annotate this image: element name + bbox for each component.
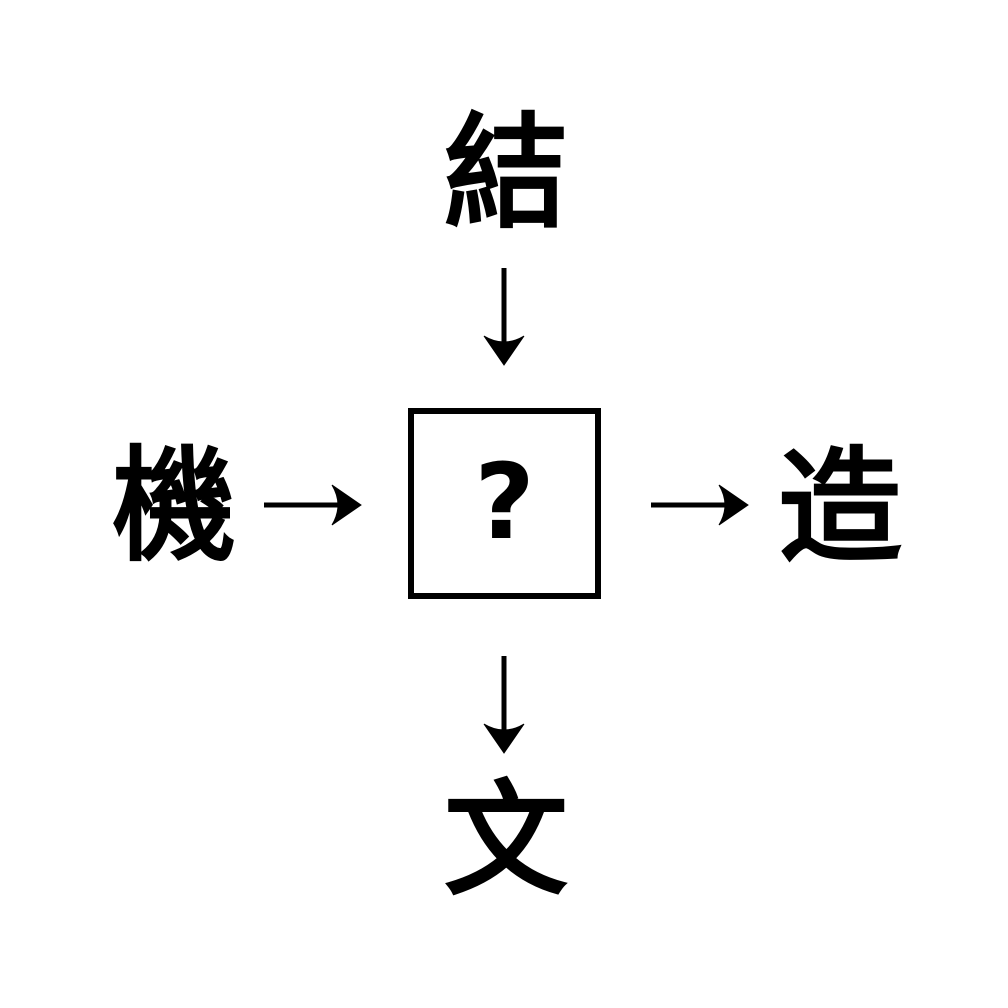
arrow-down-top — [480, 266, 528, 366]
kanji-bottom: 文 — [443, 769, 568, 913]
question-mark: ? — [474, 440, 535, 563]
answer-box[interactable]: ? — [408, 408, 601, 599]
kanji-left: 機 — [111, 435, 236, 579]
kanji-top: 結 — [443, 102, 568, 246]
arrow-down-bottom — [480, 654, 528, 754]
kanji-right: 造 — [777, 436, 902, 580]
arrow-right-left — [262, 481, 362, 529]
arrow-right-right — [649, 481, 749, 529]
